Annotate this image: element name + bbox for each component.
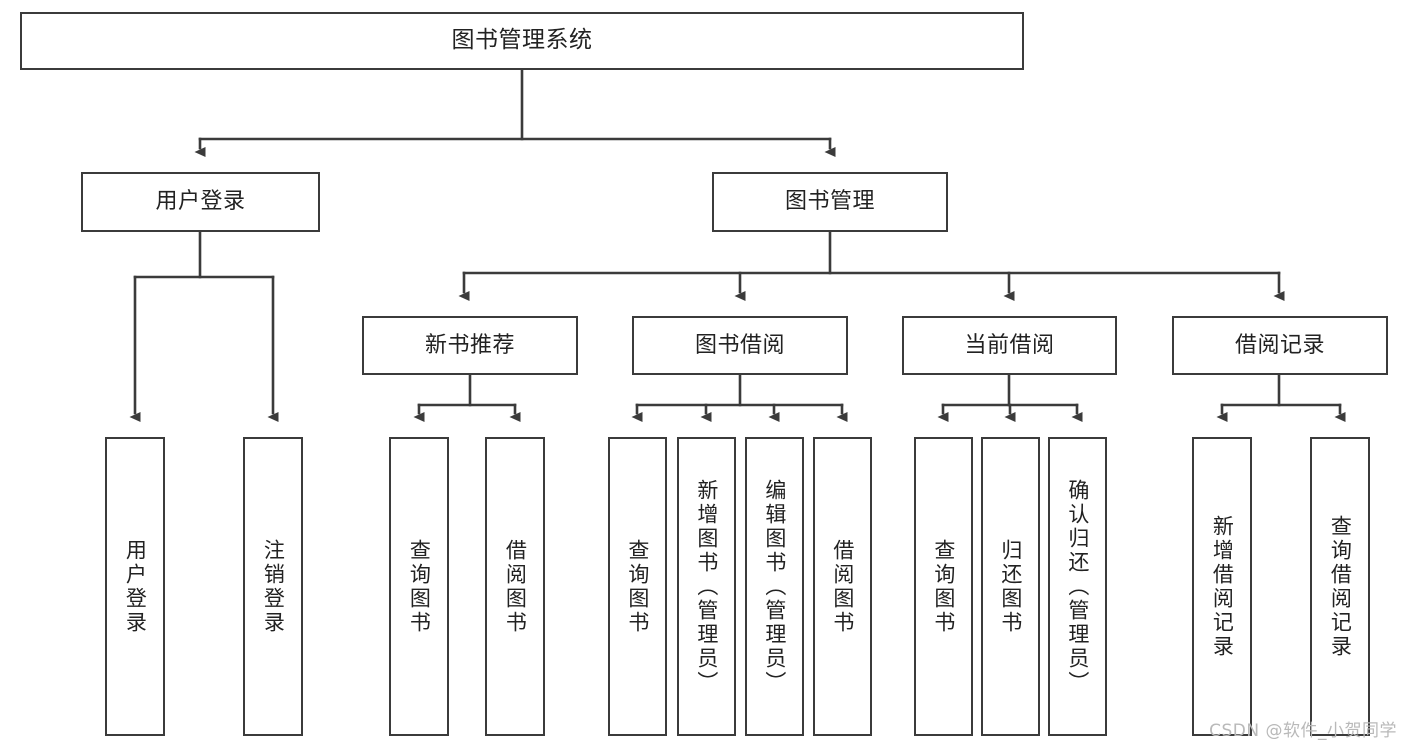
node-leaf-return-book-label: 归还图书 [998,538,1023,635]
node-leaf-return-book[interactable]: 归还图书 [981,437,1040,736]
node-book-borrow[interactable]: 图书借阅 [632,316,848,375]
node-borrow-record-label: 借阅记录 [1234,332,1325,358]
node-leaf-edit-book[interactable]: 编辑图书（管理员） [745,437,804,736]
node-leaf-logout-login-label: 注销登录 [261,538,286,635]
node-user-login[interactable]: 用户登录 [81,172,320,232]
node-leaf-user-login[interactable]: 用户登录 [105,437,165,736]
node-leaf-logout-login[interactable]: 注销登录 [243,437,303,736]
node-leaf-user-login-label: 用户登录 [123,538,148,635]
node-book-manage-label: 图书管理 [784,189,875,215]
node-leaf-query-book-3-label: 查询图书 [931,538,956,635]
node-leaf-query-book-2[interactable]: 查询图书 [608,437,667,736]
node-current-borrow[interactable]: 当前借阅 [902,316,1117,375]
node-root-system-label: 图书管理系统 [451,27,593,54]
node-leaf-add-record-label: 新增借阅记录 [1210,514,1235,659]
node-leaf-edit-book-label: 编辑图书（管理员） [762,478,787,695]
node-new-book-recommend-label: 新书推荐 [424,332,515,358]
node-leaf-borrow-book-1[interactable]: 借阅图书 [485,437,545,736]
node-leaf-query-book-3[interactable]: 查询图书 [914,437,973,736]
node-user-login-label: 用户登录 [155,189,246,215]
node-leaf-confirm-return[interactable]: 确认归还（管理员） [1048,437,1107,736]
node-leaf-borrow-book-2-label: 借阅图书 [830,538,855,635]
node-leaf-borrow-book-2[interactable]: 借阅图书 [813,437,872,736]
node-leaf-add-book-label: 新增图书（管理员） [694,478,719,695]
node-leaf-query-record-label: 查询借阅记录 [1328,514,1353,659]
node-leaf-query-book-1[interactable]: 查询图书 [389,437,449,736]
node-book-borrow-label: 图书借阅 [694,332,785,358]
node-leaf-query-book-1-label: 查询图书 [407,538,432,635]
node-new-book-recommend[interactable]: 新书推荐 [362,316,578,375]
node-book-manage[interactable]: 图书管理 [712,172,948,232]
node-leaf-add-book[interactable]: 新增图书（管理员） [677,437,736,736]
node-leaf-add-record[interactable]: 新增借阅记录 [1192,437,1252,736]
node-borrow-record[interactable]: 借阅记录 [1172,316,1388,375]
node-leaf-borrow-book-1-label: 借阅图书 [503,538,528,635]
node-leaf-confirm-return-label: 确认归还（管理员） [1065,478,1090,695]
node-leaf-query-book-2-label: 查询图书 [625,538,650,635]
node-root-system[interactable]: 图书管理系统 [20,12,1024,70]
node-current-borrow-label: 当前借阅 [964,332,1055,358]
node-leaf-query-record[interactable]: 查询借阅记录 [1310,437,1370,736]
